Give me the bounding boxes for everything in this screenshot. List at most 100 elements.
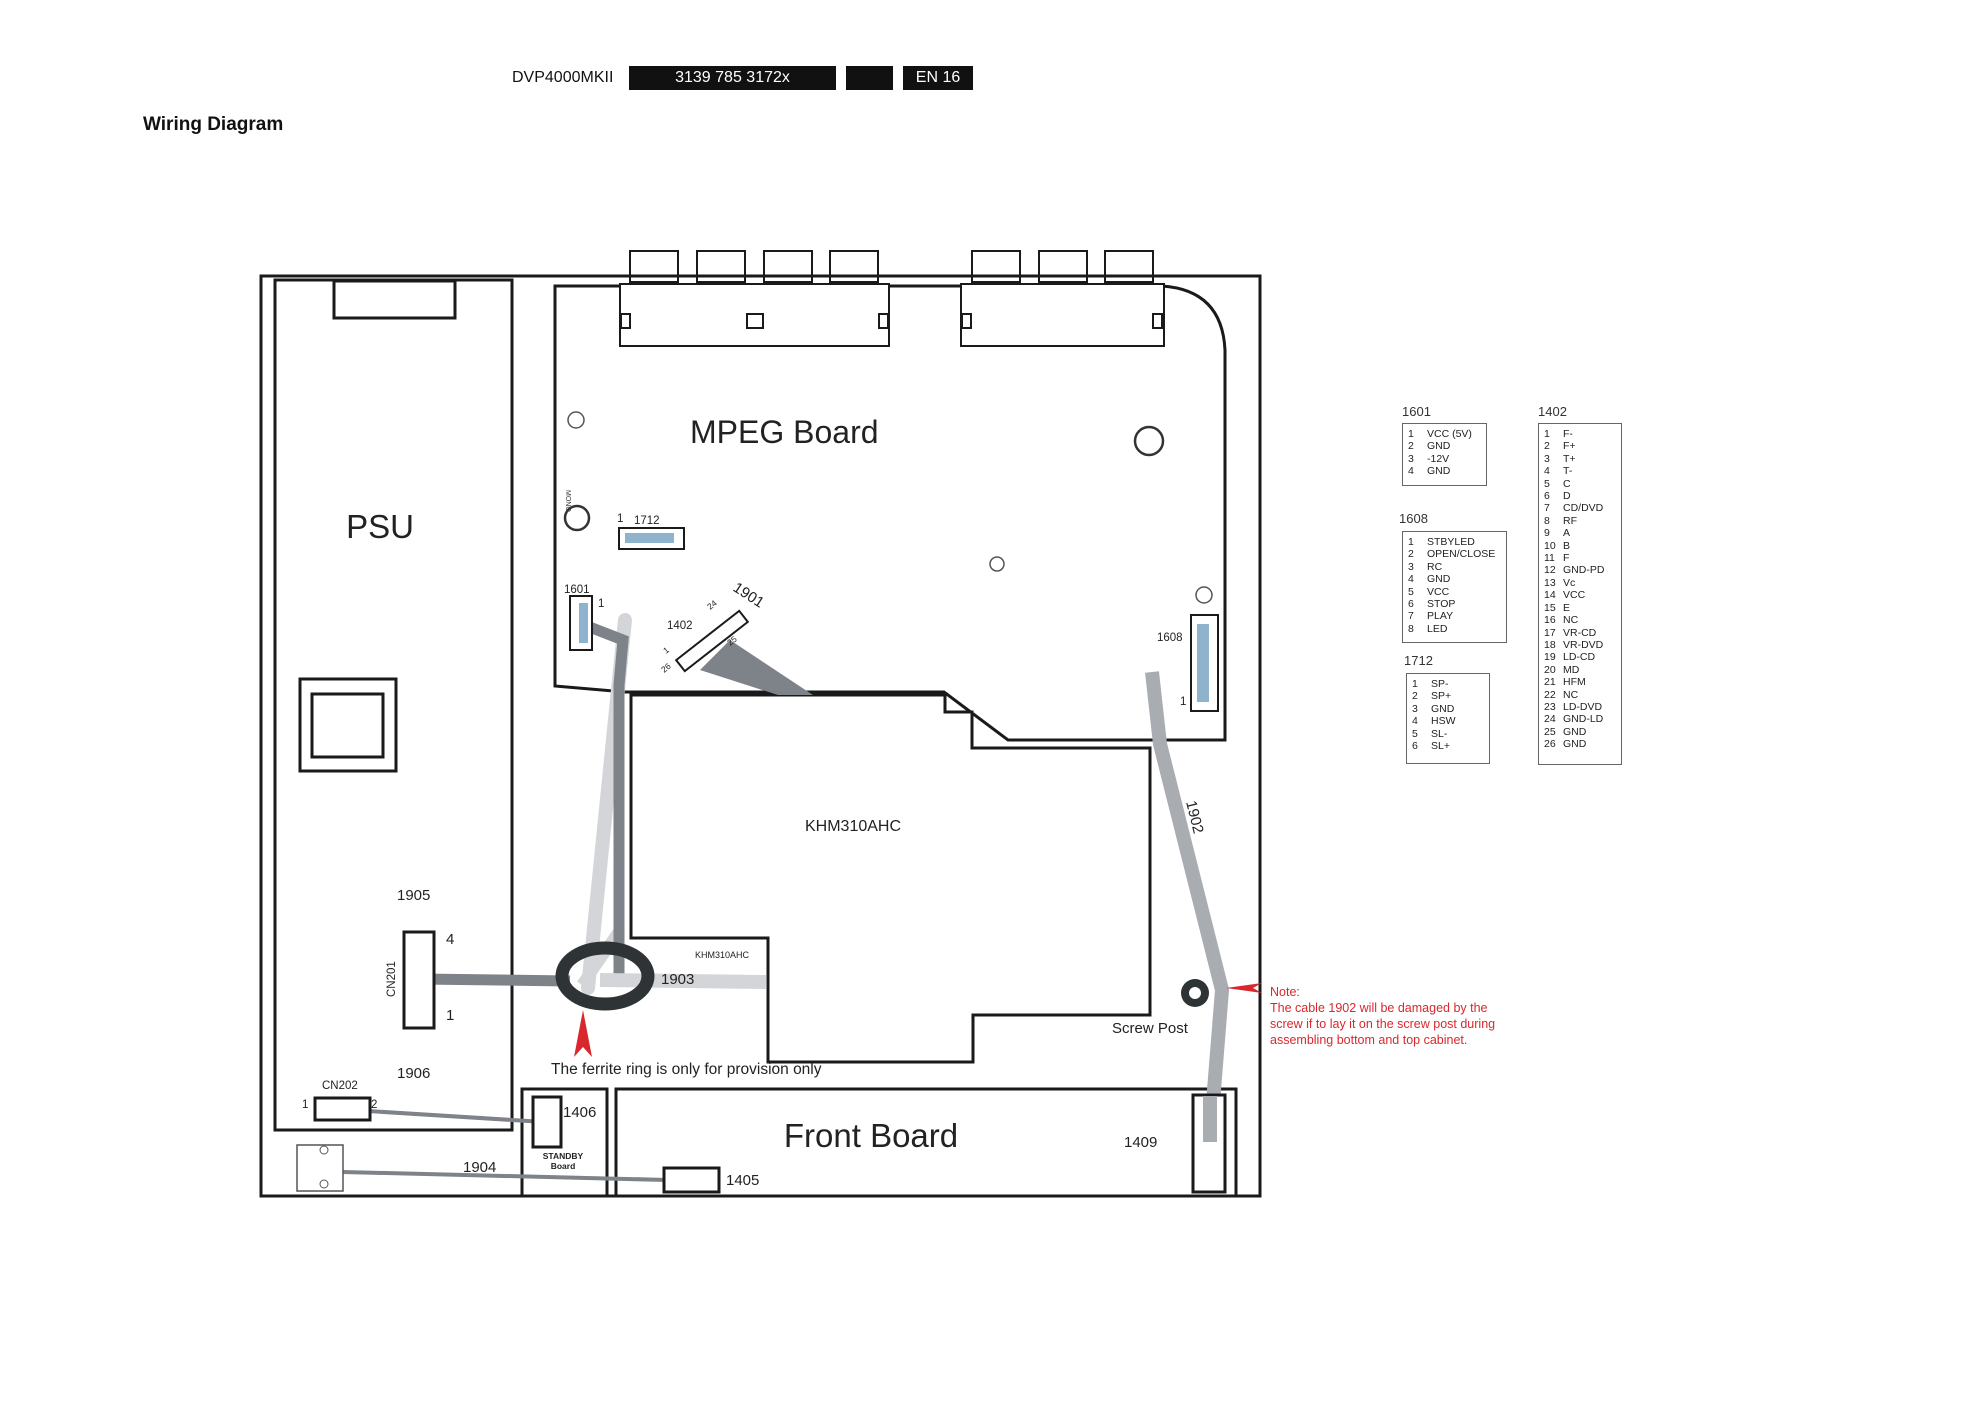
connector-1402	[674, 609, 750, 673]
mono-label: MONO	[564, 490, 571, 512]
ferrite-arrow	[574, 1010, 592, 1057]
label-1712-pin1: 1	[617, 513, 623, 525]
label-cn202-pin2: 2	[371, 1099, 377, 1111]
cable-1902	[1145, 671, 1230, 1141]
screw-post-label: Screw Post	[1112, 1020, 1189, 1037]
label-1608: 1608	[1157, 632, 1183, 644]
pin-row: 3-12V	[1408, 452, 1450, 465]
mpeg-label: MPEG Board	[690, 414, 879, 450]
note-line-3: assembling bottom and top cabinet.	[1270, 1033, 1467, 1047]
cable-cn201	[419, 973, 571, 987]
connector-cn202	[313, 1096, 372, 1122]
label-cn202: CN202	[322, 1080, 358, 1092]
cable-1601	[585, 620, 629, 975]
label-1409: 1409	[1124, 1134, 1157, 1151]
label-1608-pin1: 1	[1180, 696, 1186, 708]
label-1405: 1405	[726, 1172, 759, 1189]
label-1903: 1903	[661, 971, 694, 988]
label-1402-pin26: 26	[659, 661, 673, 675]
pin-table-title-1608: 1608	[1399, 511, 1428, 526]
ferrite-note: The ferrite ring is only for provision o…	[551, 1061, 822, 1078]
cable-1906	[367, 1109, 545, 1124]
label-1601-pin1: 1	[598, 598, 604, 610]
standby-label-1: STANDBY	[543, 1151, 584, 1161]
label-1905: 1905	[397, 887, 430, 904]
header-doc-number: 3139 785 3172x	[629, 66, 836, 90]
front-board-label: Front Board	[784, 1117, 958, 1154]
psu-board: PSU	[273, 278, 514, 1132]
cable-1903	[599, 973, 767, 989]
note-title: Note:	[1270, 985, 1300, 999]
label-1402-pin1: 1	[661, 645, 671, 656]
header-blank-box	[846, 66, 893, 90]
label-1601: 1601	[564, 584, 590, 596]
psu-label: PSU	[346, 508, 414, 545]
mpeg-board: MPEG Board MONO	[553, 250, 1227, 742]
label-cn201: CN201	[386, 961, 398, 997]
label-cn201-pin1: 1	[446, 1007, 454, 1024]
pin-table-title-1402: 1402	[1538, 404, 1567, 419]
cable-1901-ribbon	[700, 640, 813, 695]
note-line-1: The cable 1902 will be damaged by the	[1270, 1001, 1488, 1015]
loader-small-label: KHM310AHC	[695, 950, 750, 960]
label-1904: 1904	[463, 1159, 496, 1176]
page-title: Wiring Diagram	[143, 114, 284, 135]
connector-cn201	[402, 930, 436, 1030]
label-1402: 1402	[667, 620, 693, 632]
note-arrow	[1226, 983, 1262, 993]
label-1906: 1906	[397, 1065, 430, 1082]
pin-table-title-1712: 1712	[1404, 653, 1433, 668]
label-cn201-pin4: 4	[446, 931, 454, 948]
label-1406: 1406	[563, 1104, 596, 1121]
note-line-2: screw if to lay it on the screw post dur…	[1270, 1017, 1495, 1031]
label-1402-pin24: 24	[705, 598, 719, 612]
connector-1405	[662, 1166, 721, 1194]
loader-label: KHM310AHC	[805, 818, 901, 835]
loader-module: KHM310AHC KHM310AHC	[629, 693, 1152, 1064]
header-model: DVP4000MKII	[512, 69, 614, 86]
label-1712: 1712	[634, 515, 660, 527]
ferrite-ring	[555, 941, 655, 1011]
